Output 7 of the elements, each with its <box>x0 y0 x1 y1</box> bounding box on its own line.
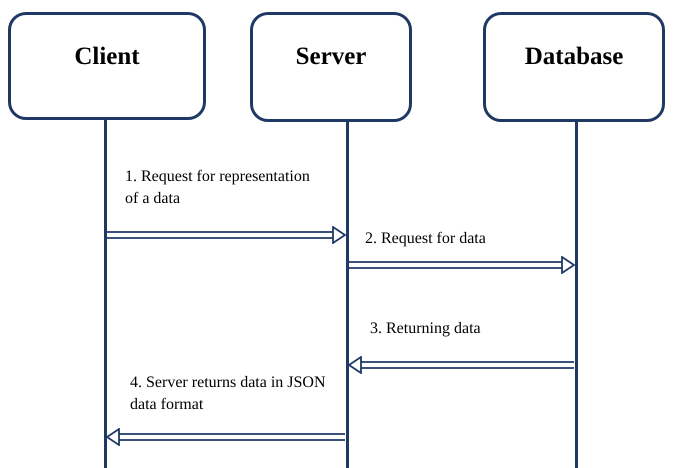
message-arrow <box>348 256 575 274</box>
message-arrow <box>106 226 346 244</box>
participant-name: Server <box>294 43 368 71</box>
participant-name: Client <box>73 43 141 71</box>
message-arrow <box>348 356 575 374</box>
message-arrow <box>106 428 346 446</box>
participant-name: Database <box>524 43 624 71</box>
